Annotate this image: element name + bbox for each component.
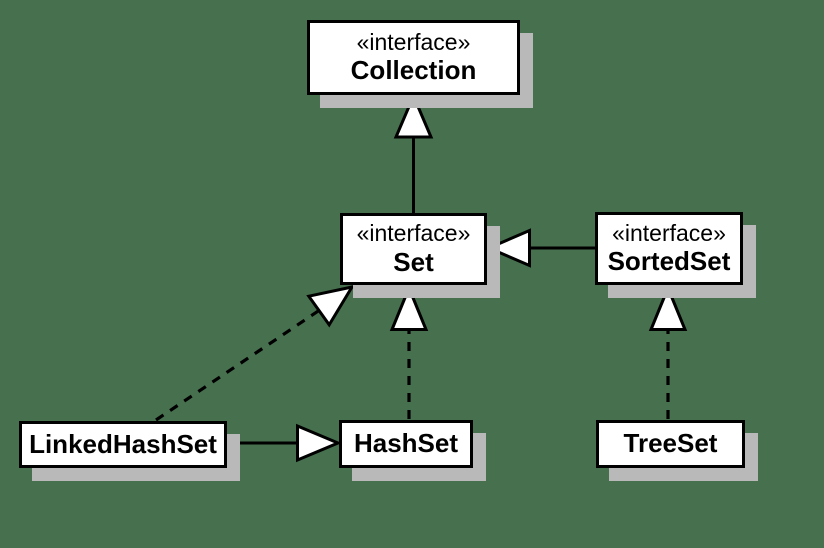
class-box-sortedset: «interface» SortedSet xyxy=(595,212,743,285)
collection-name: Collection xyxy=(350,55,477,86)
class-box-collection: «interface» Collection xyxy=(307,20,520,95)
class-box-linkedhashset: LinkedHashSet xyxy=(19,421,227,468)
realization-arrowhead-set-diagonal-icon xyxy=(306,284,356,328)
hashset-name: HashSet xyxy=(353,428,459,459)
generalization-arrowhead-hashset-icon xyxy=(296,423,342,463)
generalization-arrowhead-collection-icon xyxy=(393,92,434,139)
realization-arrowhead-set-bottom-icon xyxy=(389,284,429,331)
treeset-name: TreeSet xyxy=(623,428,718,459)
sortedset-stereotype: «interface» xyxy=(612,219,726,246)
set-name: Set xyxy=(393,246,434,277)
generalization-arrowhead-set-icon xyxy=(485,228,531,268)
linkedhashset-name: LinkedHashSet xyxy=(29,428,217,459)
edge-linkedhashset-to-set xyxy=(155,309,320,422)
sortedset-name: SortedSet xyxy=(607,246,731,277)
collection-stereotype: «interface» xyxy=(356,28,471,55)
class-box-hashset: HashSet xyxy=(339,420,473,468)
realization-arrowhead-sortedset-icon xyxy=(648,284,688,331)
set-stereotype: «interface» xyxy=(356,220,471,247)
class-box-set: «interface» Set xyxy=(340,213,487,285)
class-box-treeset: TreeSet xyxy=(596,420,745,468)
